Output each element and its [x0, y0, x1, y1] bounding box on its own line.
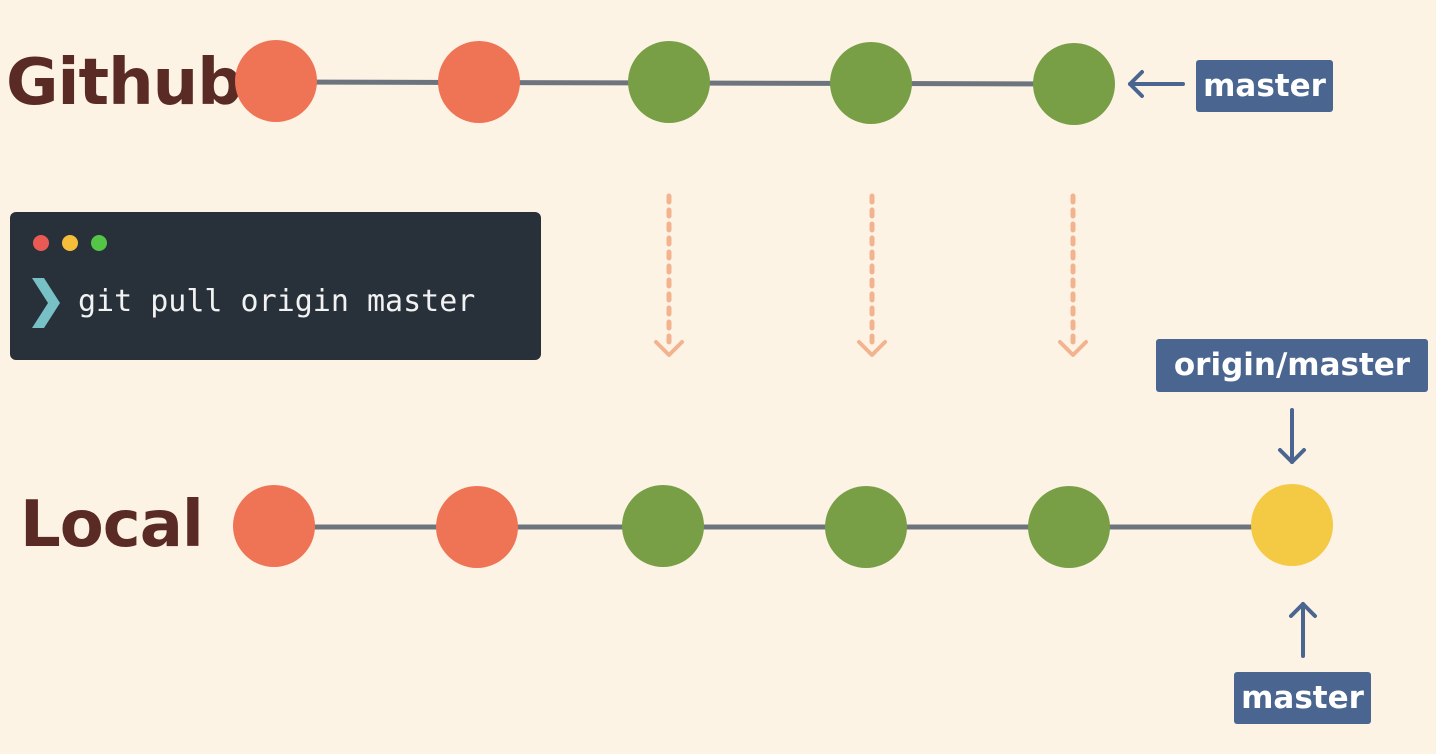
github-master-pointer-arrow: [1128, 70, 1185, 98]
pull-arrow-1: [654, 193, 684, 357]
origin-master-pointer-arrow: [1278, 408, 1306, 464]
github-commit-5: [1033, 43, 1115, 125]
local-commit-4: [825, 486, 907, 568]
terminal-command: git pull origin master: [78, 284, 476, 319]
local-row-label: Local: [20, 488, 204, 562]
github-row-label: Github: [6, 46, 243, 120]
github-master-branch-label: master: [1196, 60, 1333, 112]
local-commit-1: [233, 485, 315, 567]
chevron-right-icon: [32, 278, 60, 328]
local-commit-6: [1251, 484, 1333, 566]
github-commit-2: [438, 41, 520, 123]
pull-arrow-2: [857, 193, 887, 357]
local-commit-2: [436, 486, 518, 568]
local-commit-3: [622, 485, 704, 567]
terminal-maximize-dot: [91, 235, 107, 251]
terminal-minimize-dot: [62, 235, 78, 251]
terminal-close-dot: [33, 235, 49, 251]
local-commit-5: [1028, 486, 1110, 568]
origin-master-branch-label: origin/master: [1156, 339, 1428, 392]
local-master-branch-label: master: [1234, 672, 1371, 724]
github-commit-3: [628, 41, 710, 123]
local-master-pointer-arrow: [1289, 602, 1317, 658]
pull-arrow-3: [1058, 193, 1088, 357]
github-commit-4: [830, 42, 912, 124]
github-commit-1: [235, 40, 317, 122]
terminal-window: git pull origin master: [10, 212, 541, 360]
